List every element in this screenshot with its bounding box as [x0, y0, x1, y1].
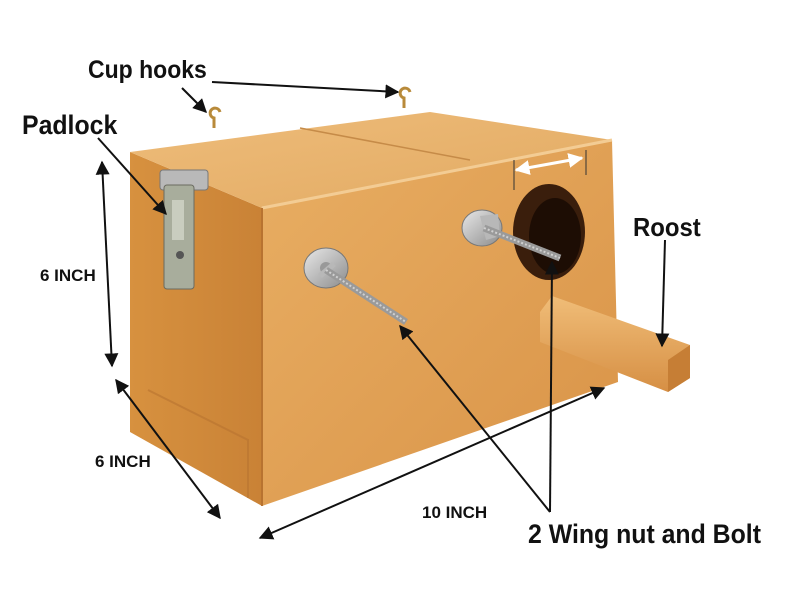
cup-hook-left	[208, 106, 222, 128]
wing-nut-label: 2 Wing nut and Bolt	[528, 519, 761, 549]
depth-dimension-arrow	[115, 378, 221, 520]
cup-hook-right	[398, 86, 412, 108]
padlock-label: Padlock	[22, 110, 118, 140]
height-dimension-arrow	[95, 160, 119, 368]
box-top-lid	[130, 112, 612, 208]
hole-width-arrow	[514, 153, 584, 175]
cup-hooks-arrow-right	[211, 81, 400, 99]
height-label: 6 INCH	[40, 266, 96, 285]
roost-arrow	[655, 239, 670, 348]
depth-label: 6 INCH	[95, 452, 151, 471]
cup-hooks-arrow-left	[181, 87, 207, 113]
roost-label: Roost	[633, 212, 701, 242]
bolt-left	[324, 267, 408, 325]
lid-seam	[299, 127, 471, 161]
cup-hooks-label: Cup hooks	[88, 56, 207, 84]
roost-stick	[540, 296, 690, 392]
padlock-arrow	[97, 137, 167, 216]
width-label: 10 INCH	[422, 503, 488, 522]
width-dimension-arrow	[258, 386, 606, 540]
